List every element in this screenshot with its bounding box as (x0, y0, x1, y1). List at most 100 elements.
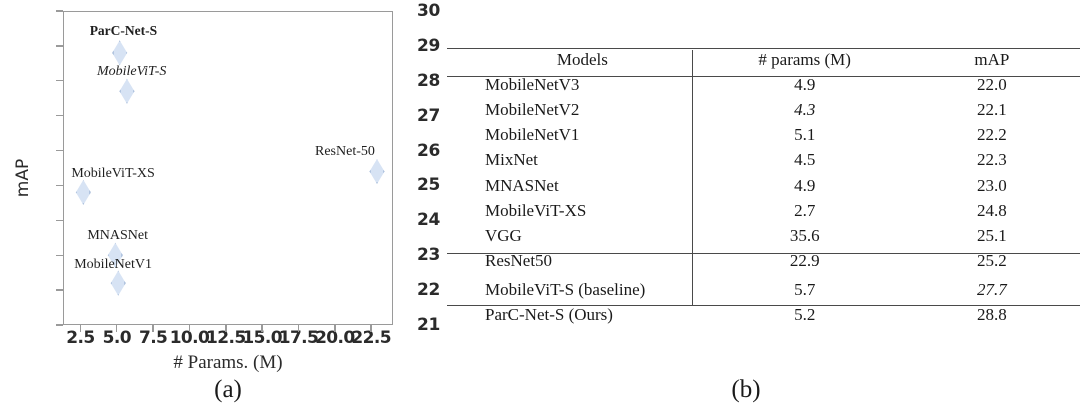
y-tick-label: 27 (416, 105, 440, 126)
cell-params: 5.1 (794, 125, 816, 145)
x-tick-label: 17.5 (278, 328, 319, 348)
y-tick-label: 28 (416, 70, 440, 91)
table-row: ResNet50 22.9 25.2 (447, 249, 1080, 274)
column-header-params: # params (M) (758, 50, 851, 69)
cell-map: 25.2 (976, 250, 1007, 270)
y-tick-label: 25 (416, 175, 440, 196)
cell-params: 4.9 (794, 175, 816, 195)
scatter-point-marker (75, 179, 91, 205)
table-row: VGG 35.6 25.1 (447, 224, 1080, 249)
cell-map: 24.8 (976, 200, 1007, 220)
table-rule-bottom (447, 305, 1080, 306)
table-rule-header (447, 76, 1080, 77)
scatter-point-label: MobileViT-XS (71, 166, 155, 182)
table-row: MobileNetV1 5.1 22.2 (447, 123, 1080, 148)
y-axis-label: mAP (13, 158, 33, 198)
table-rule-group (447, 253, 1080, 254)
y-tick-label: 29 (416, 35, 440, 56)
cell-model-name: MobileNetV3 (485, 75, 580, 95)
y-tick-label: 26 (416, 140, 440, 161)
x-tick-mark (370, 325, 372, 332)
x-tick-label: 7.5 (138, 328, 168, 348)
cell-model-name: MobileNetV2 (485, 100, 580, 120)
cell-model-name: MNASNet (485, 175, 559, 195)
x-tick-mark (261, 325, 263, 332)
cell-params: 22.9 (789, 250, 820, 270)
cell-params: 5.7 (794, 279, 816, 299)
x-tick-mark (116, 325, 118, 332)
x-tick-label: 20.0 (315, 328, 355, 348)
table-vertical-rule (692, 50, 693, 305)
table-row: ParC-Net-S (Ours) 5.2 28.8 (447, 303, 1080, 328)
cell-map: 23.0 (976, 175, 1007, 195)
cell-params: 4.3 (794, 100, 816, 120)
table-header-row: Models # params (M) mAP (447, 48, 1080, 73)
cell-map: 27.7 (976, 279, 1007, 299)
y-tick-mark (56, 184, 63, 187)
y-tick-mark (56, 289, 63, 291)
table-row: MobileNetV2 4.3 22.1 (447, 98, 1080, 123)
y-tick-mark (56, 10, 63, 12)
y-tick-label: 30 (416, 1, 440, 21)
table-row: MixNet 4.5 22.3 (447, 148, 1080, 173)
column-header-map: mAP (974, 50, 1010, 69)
scatter-point-marker (112, 40, 128, 66)
cell-map: 22.0 (976, 75, 1007, 95)
cell-params: 4.5 (794, 150, 816, 170)
cell-map: 25.1 (976, 225, 1007, 245)
cell-model-name: MobileViT-S (baseline) (485, 279, 646, 299)
y-tick-label: 21 (416, 315, 440, 335)
panel-a-caption: (a) (214, 376, 242, 403)
column-header-models: Models (556, 50, 608, 69)
scatter-point-marker (119, 78, 135, 104)
y-tick-label: 22 (416, 280, 440, 301)
x-tick-mark (334, 325, 336, 332)
y-tick-mark (56, 80, 63, 82)
table-row: MobileNetV3 4.9 22.0 (447, 73, 1080, 98)
cell-model-name: MixNet (485, 150, 538, 170)
cell-map: 22.1 (976, 100, 1007, 120)
cell-map: 22.2 (976, 125, 1007, 145)
y-tick-label: 24 (416, 210, 440, 231)
table-row: MNASNet 4.9 23.0 (447, 174, 1080, 199)
table-row: MobileViT-S (baseline) 5.7 27.7 (447, 278, 1080, 303)
cell-model-name: ResNet50 (485, 250, 553, 270)
x-tick-label: 12.5 (206, 328, 246, 348)
scatter-point-marker (369, 158, 385, 184)
y-tick-mark (56, 324, 63, 326)
x-tick-label: 10.0 (169, 328, 210, 348)
panel-b-caption: (b) (731, 376, 761, 403)
x-tick-mark (188, 325, 191, 332)
y-tick-mark (56, 219, 63, 222)
cell-model-name: VGG (485, 225, 522, 245)
y-tick-mark (56, 114, 63, 117)
x-tick-label: 2.5 (66, 328, 95, 348)
x-tick-mark (79, 325, 82, 332)
y-tick-label: 23 (416, 245, 440, 266)
x-tick-mark (152, 325, 154, 332)
scatter-point-label: MobileViT-S (96, 64, 167, 80)
y-tick-mark (56, 254, 63, 256)
cell-params: 2.7 (794, 200, 816, 220)
scatter-point-label: MNASNet (87, 228, 148, 244)
scatter-point-marker (107, 242, 123, 268)
cell-model-name: ParC-Net-S (Ours) (485, 305, 613, 325)
cell-params: 35.6 (789, 225, 820, 245)
x-tick-label: 5.0 (102, 328, 132, 348)
y-tick-mark (56, 149, 63, 152)
scatter-point-label: ResNet-50 (315, 144, 375, 160)
results-table: Models # params (M) mAP MobileNetV3 4.9 22… (447, 48, 1080, 328)
x-tick-label: 22.5 (351, 328, 391, 348)
x-tick-mark (225, 325, 227, 332)
cell-params: 4.9 (794, 75, 816, 95)
x-tick-mark (297, 325, 300, 332)
cell-params: 5.2 (794, 305, 816, 325)
x-tick-label: 15.0 (242, 328, 282, 348)
cell-model-name: MobileNetV1 (485, 125, 580, 145)
cell-map: 28.8 (976, 305, 1007, 325)
cell-map: 22.3 (976, 150, 1007, 170)
scatter-point-label: MobileNetV1 (74, 257, 152, 273)
